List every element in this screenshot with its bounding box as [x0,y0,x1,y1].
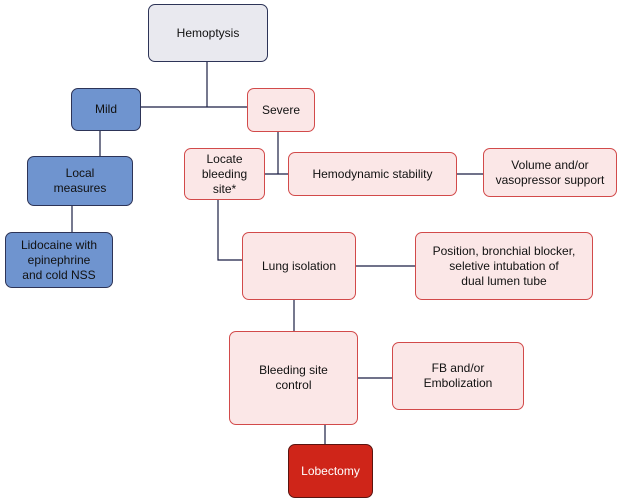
node-volume-support: Volume and/or vasopressor support [483,148,617,197]
node-mild-label: Mild [94,102,117,116]
node-volume-support-label: Volume and/or vasopressor support [495,157,605,187]
node-lung-isolation: Lung isolation [242,232,356,300]
node-mild: Mild [71,88,141,131]
node-severe: Severe [247,88,315,132]
edge-locate-lung [217,200,242,261]
node-severe-label: Severe [261,102,301,117]
node-lobectomy: Lobectomy [288,444,373,498]
node-hemoptysis: Hemoptysis [148,4,268,62]
node-bleeding-site-control-label: Bleeding site control [259,363,328,392]
node-locate-bleeding-site: Locate bleeding site* [184,148,265,200]
node-fb-embolization: FB and/or Embolization [392,342,524,410]
node-position-blocker-label: Position, bronchial blocker, seletive in… [432,243,576,288]
node-lobectomy-label: Lobectomy [301,463,360,478]
node-fb-embolization-label: FB and/or Embolization [423,361,493,390]
node-locate-bleeding-site-label: Locate bleeding site* [201,151,248,196]
node-local-measures-label: Local measures [53,166,107,195]
node-hemodynamic-stability: Hemodynamic stability [288,152,457,196]
node-hemoptysis-label: Hemoptysis [176,25,240,40]
node-bleeding-site-control: Bleeding site control [229,331,358,425]
node-local-measures: Local measures [27,156,133,206]
node-position-blocker: Position, bronchial blocker, seletive in… [415,232,593,300]
node-lidocaine-label: Lidocaine with epinephrine and cold NSS [20,237,98,282]
node-lung-isolation-label: Lung isolation [261,258,337,273]
node-lidocaine: Lidocaine with epinephrine and cold NSS [5,232,113,288]
node-hemodynamic-stability-label: Hemodynamic stability [312,166,433,181]
